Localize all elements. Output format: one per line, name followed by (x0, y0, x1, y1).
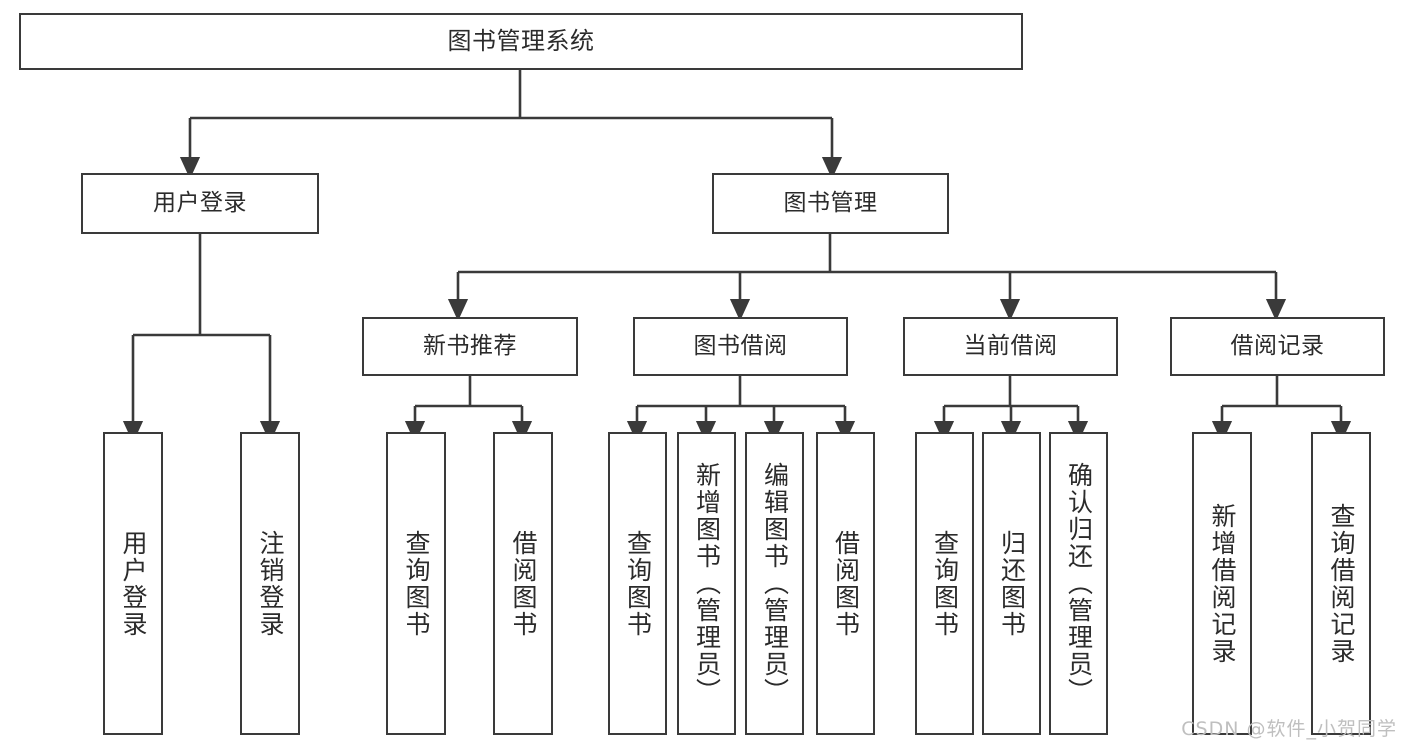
node-label: 当前借阅 (963, 333, 1058, 360)
leaf-borrow-query-book[interactable]: 查询图书 (608, 432, 667, 735)
node-new-book-recommend[interactable]: 新书推荐 (362, 317, 578, 376)
leaf-borrow-add-book-admin[interactable]: 新增图书（管理员） (677, 432, 736, 735)
node-label: 借阅图书 (509, 529, 538, 638)
node-label: 新增借阅记录 (1208, 502, 1237, 665)
node-label: 用户登录 (119, 529, 148, 638)
node-label: 图书借阅 (693, 333, 788, 360)
node-label: 用户登录 (153, 190, 247, 217)
node-label: 新增图书（管理员） (692, 462, 722, 705)
leaf-current-confirm-return-admin[interactable]: 确认归还（管理员） (1049, 432, 1108, 735)
node-label: 确认归还（管理员） (1064, 462, 1094, 705)
node-label: 查询图书 (623, 529, 653, 638)
node-label: 查询借阅记录 (1327, 502, 1356, 665)
csdn-watermark: CSDN @软件_小贺同学 (1181, 718, 1397, 740)
node-user-login[interactable]: 用户登录 (81, 173, 319, 234)
node-label: 查询图书 (930, 529, 960, 638)
node-book-management[interactable]: 图书管理 (712, 173, 949, 234)
node-borrow-record[interactable]: 借阅记录 (1170, 317, 1385, 376)
leaf-user-login[interactable]: 用户登录 (103, 432, 163, 735)
node-label: 查询图书 (402, 529, 431, 638)
node-label: 借阅记录 (1230, 333, 1325, 360)
leaf-user-logout[interactable]: 注销登录 (240, 432, 300, 735)
node-root-system[interactable]: 图书管理系统 (19, 13, 1023, 70)
leaf-record-query-record[interactable]: 查询借阅记录 (1311, 432, 1371, 735)
leaf-newbook-query-book[interactable]: 查询图书 (386, 432, 446, 735)
node-label: 注销登录 (256, 529, 285, 638)
leaf-current-return-book[interactable]: 归还图书 (982, 432, 1041, 735)
leaf-record-add-record[interactable]: 新增借阅记录 (1192, 432, 1252, 735)
leaf-current-query-book[interactable]: 查询图书 (915, 432, 974, 735)
node-label: 图书管理 (783, 190, 878, 217)
node-label: 编辑图书（管理员） (760, 462, 790, 705)
node-book-borrow[interactable]: 图书借阅 (633, 317, 848, 376)
leaf-borrow-borrow-book[interactable]: 借阅图书 (816, 432, 875, 735)
leaf-borrow-edit-book-admin[interactable]: 编辑图书（管理员） (745, 432, 804, 735)
node-label: 归还图书 (997, 529, 1027, 638)
node-label: 借阅图书 (831, 529, 861, 638)
node-label: 新书推荐 (423, 333, 517, 360)
node-current-borrow[interactable]: 当前借阅 (903, 317, 1118, 376)
node-label: 图书管理系统 (447, 26, 595, 55)
leaf-newbook-borrow-book[interactable]: 借阅图书 (493, 432, 553, 735)
